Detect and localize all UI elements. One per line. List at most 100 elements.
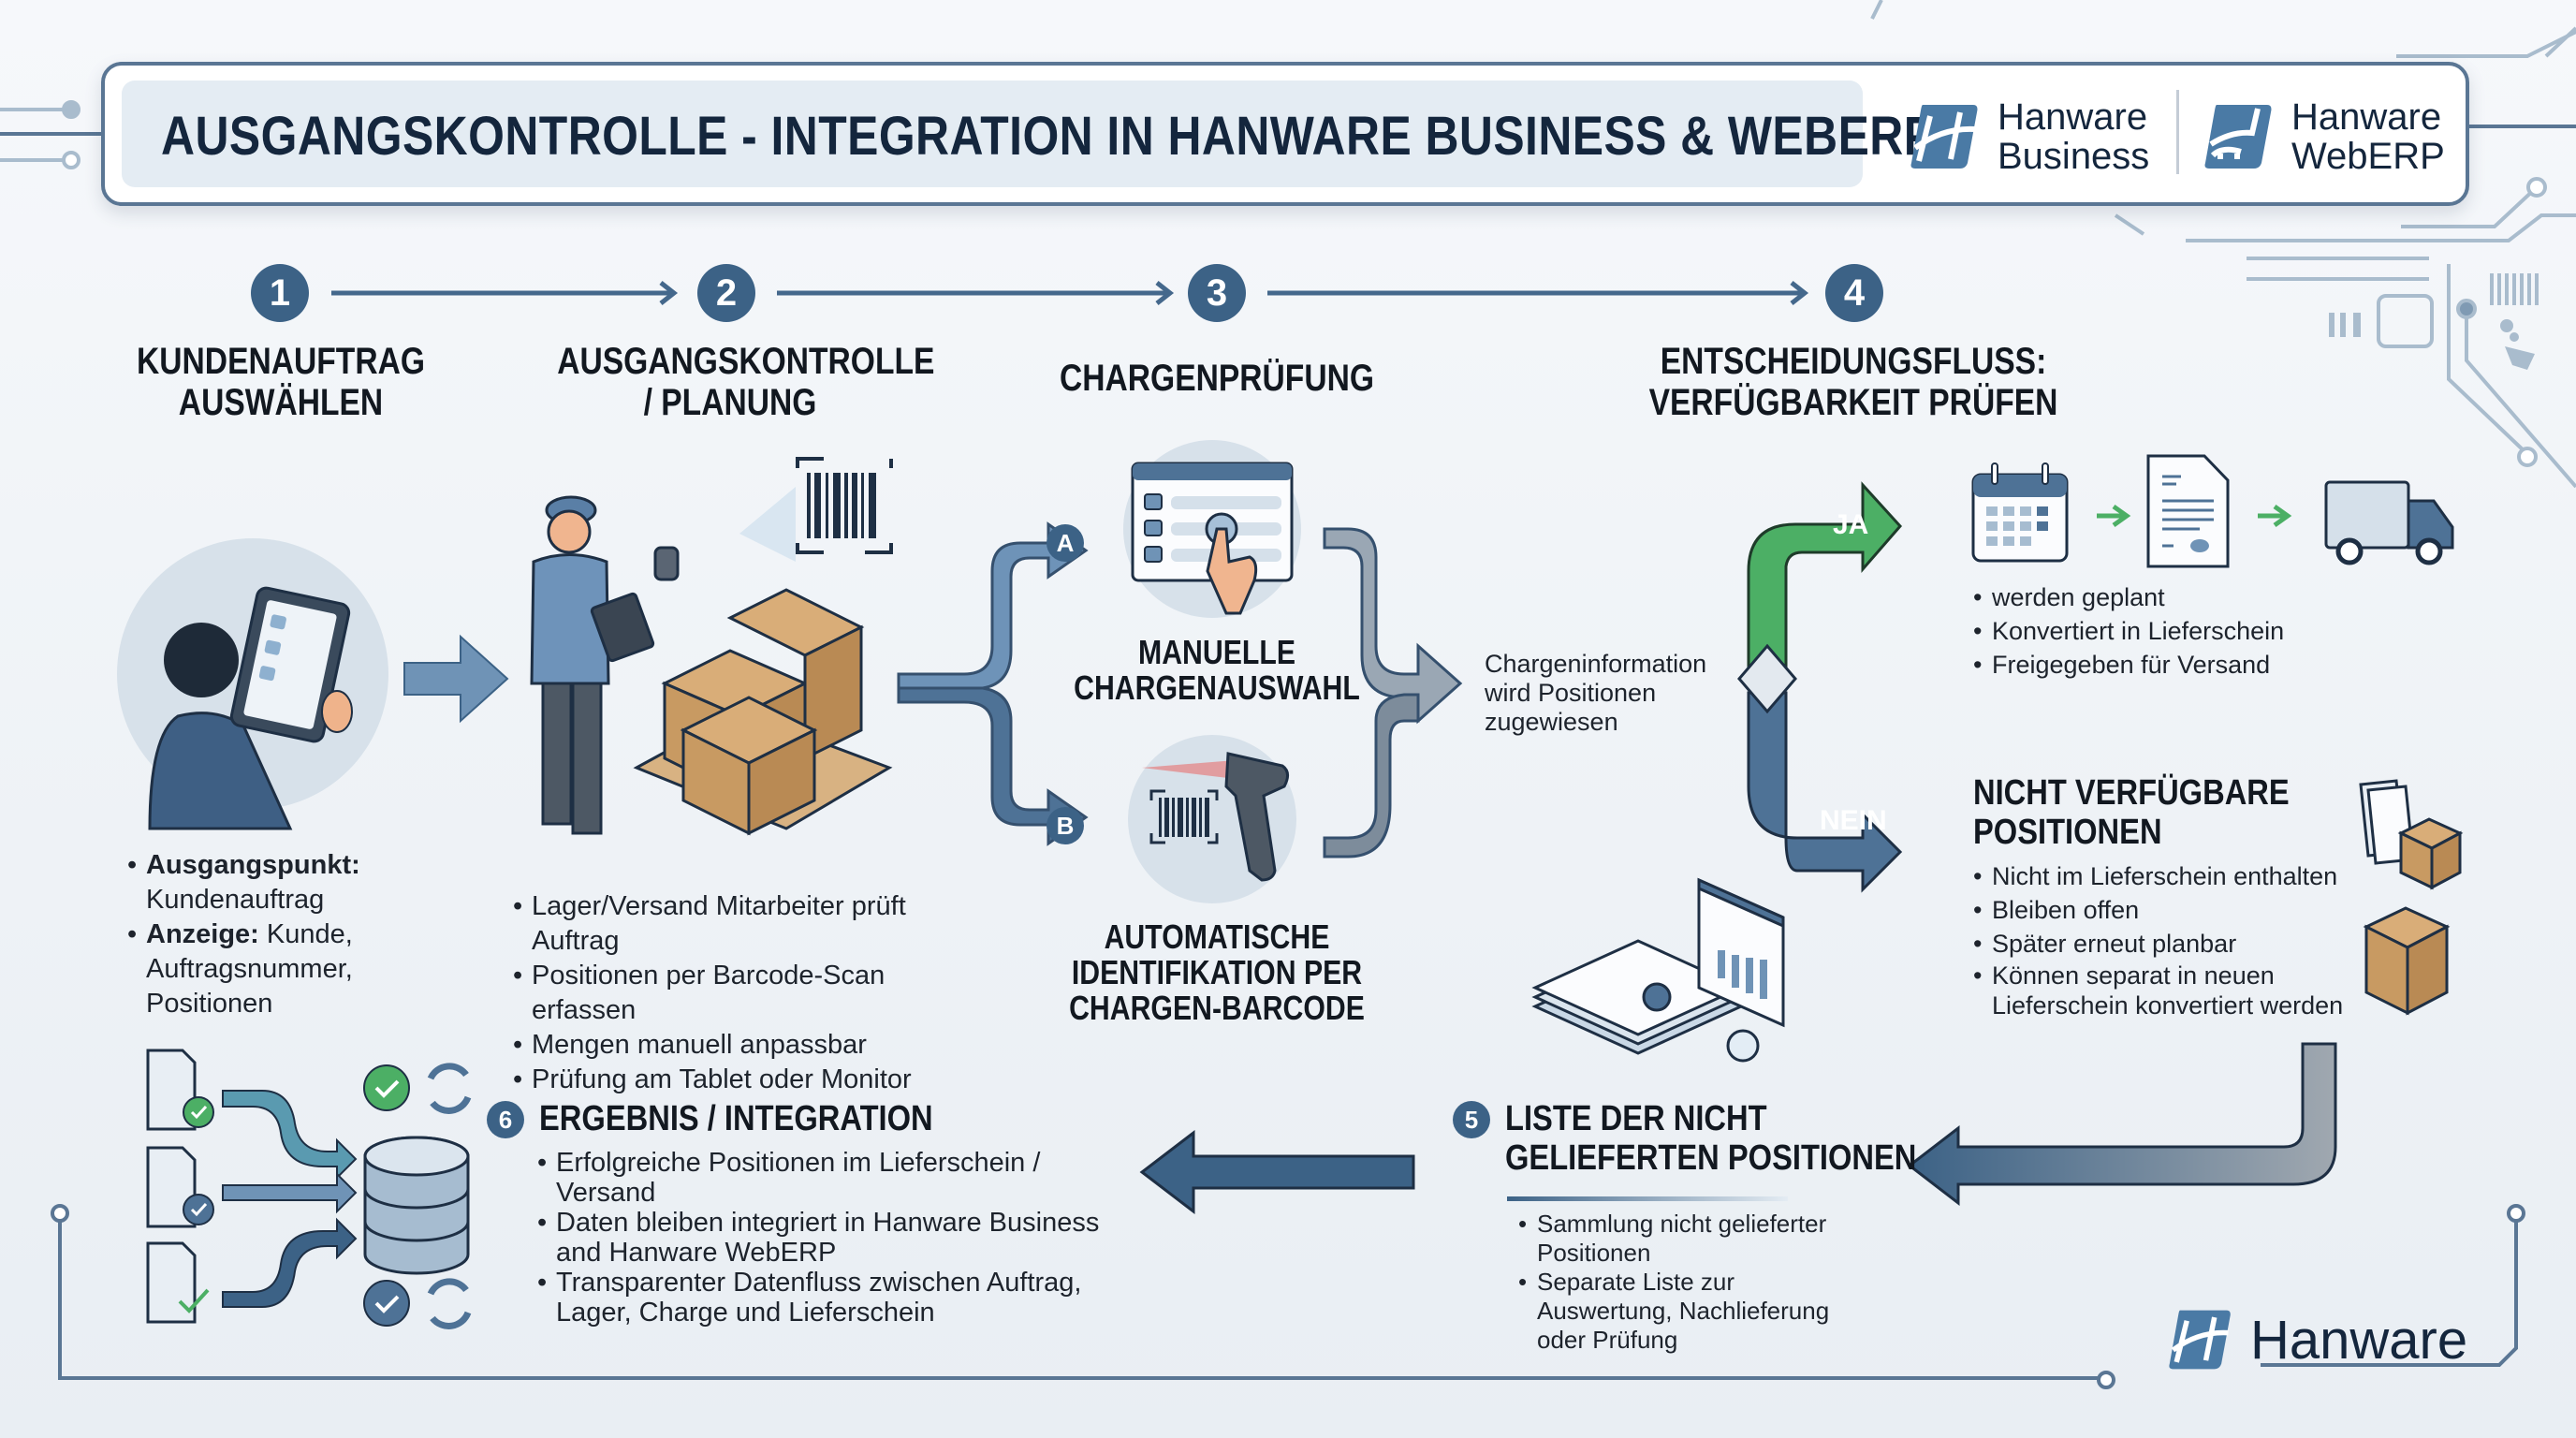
truck-icon: [2324, 480, 2454, 565]
option-a-badge: A: [1046, 524, 1084, 562]
title-line: GELIEFERTEN POSITIONEN: [1505, 1138, 1917, 1178]
title-line: CHARGEN-BARCODE: [1069, 989, 1365, 1027]
title-line: POSITIONEN: [1973, 813, 2162, 852]
arrow-right-icon: [2097, 504, 2131, 528]
logo-line2: Business: [1998, 136, 2150, 177]
reports-illustration: [1531, 877, 1785, 1063]
calendar-icon: [1971, 462, 2069, 563]
barcode-scanner-icon: [1128, 735, 1296, 903]
text-line: wird Positionen: [1485, 679, 1657, 707]
step-2-title: AUSGANGSKONTROLLE / PLANUNG: [557, 341, 935, 423]
delivery-process-icons: [1971, 454, 2454, 568]
flow-arrow-right: [403, 634, 509, 724]
document-check-icon: [146, 1049, 214, 1131]
decision-branch-arrows: [1737, 481, 1903, 893]
unavailable-bullets: Nicht im Lieferschein enthalten Bleiben …: [1973, 859, 2348, 1020]
hanware-logo-icon: [2169, 1310, 2231, 1370]
title-line: MANUELLE: [1138, 633, 1295, 671]
title-line: CHARGENAUSWAHL: [1074, 668, 1360, 707]
footer-logo: Hanware: [2168, 1307, 2467, 1372]
sync-icon: [427, 1063, 472, 1114]
return-arrow: [1907, 1042, 2337, 1207]
step-1-bullets: Ausgangspunkt: Kundenauftrag Anzeige: Kun…: [127, 848, 483, 1021]
check-circle-icon: [363, 1280, 410, 1327]
logo-line2: WebERP: [2291, 136, 2445, 177]
footer-brand: Hanware: [2250, 1309, 2468, 1371]
title-line: AUSGANGSKONTROLLE: [557, 341, 935, 382]
open-items-icons: [2359, 779, 2464, 1016]
bullet-item: Bleiben offen: [1973, 893, 2348, 927]
step-6-bullets: Erfolgreiche Positionen im Lieferschein …: [537, 1148, 1118, 1328]
logo-hanware-business: Hanware Business: [1910, 97, 2149, 176]
sync-icon: [427, 1278, 472, 1329]
hanware-weberp-logo-icon: [2204, 105, 2272, 169]
step-2-badge: 2: [697, 264, 755, 322]
option-b-badge: B: [1046, 807, 1084, 844]
step-1-badge: 1: [251, 264, 309, 322]
box-icon: [2363, 906, 2451, 1016]
bullet-label: Ausgangspunkt:: [146, 850, 360, 880]
bullet-item: Später erneut planbar: [1973, 927, 2348, 961]
bullet-item: Anzeige: Kunde, Auftragsnummer, Position…: [127, 917, 483, 1021]
title-panel: AUSGANGSKONTROLLE - INTEGRATION IN HANWA…: [122, 81, 1935, 187]
page-title: AUSGANGSKONTROLLE - INTEGRATION IN HANWA…: [161, 106, 1936, 167]
no-label: NEIN: [1820, 805, 1887, 836]
step-5-bullets: Sammlung nicht gelieferter Positionen Se…: [1518, 1210, 1874, 1355]
bullet-item: Nicht im Lieferschein enthalten: [1973, 859, 2348, 893]
logo-line1: Hanware: [2291, 96, 2442, 138]
bullet-item: Ausgangspunkt: Kundenauftrag: [127, 848, 483, 917]
bullet-item: Sammlung nicht gelieferter Positionen: [1518, 1210, 1874, 1268]
check-circle-icon: [363, 1064, 410, 1111]
logo-hanware-weberp: Hanware WebERP: [2203, 97, 2445, 176]
logo-divider: [2176, 90, 2179, 174]
logo-line1: Hanware: [1998, 96, 2148, 138]
decision-diamond: [1737, 643, 1797, 714]
bullet-item: Können separat in neuen Lieferschein kon…: [1973, 961, 2348, 1020]
bullet-item: Daten bleiben integriert in Hanware Busi…: [537, 1208, 1118, 1268]
title-line: IDENTIFIKATION PER: [1071, 953, 1363, 991]
bullet-item: Freigegeben für Versand: [1973, 648, 2348, 682]
text-line: Chargeninformation: [1485, 650, 1707, 678]
option-b-title: AUTOMATISCHE IDENTIFIKATION PER CHARGEN-…: [1044, 919, 1390, 1026]
title-line: AUSWÄHLEN: [178, 382, 384, 423]
step-6-badge: 6: [487, 1101, 524, 1138]
step-4-badge: 4: [1825, 264, 1883, 322]
title-line: VERFÜGBARKEIT PRÜFEN: [1648, 382, 2058, 423]
step-3-badge: 3: [1188, 264, 1246, 322]
bullet-item: Separate Liste zur Auswertung, Nachliefe…: [1518, 1268, 1874, 1355]
yes-label: JA: [1833, 509, 1869, 540]
document-check-icon: [146, 1241, 210, 1324]
document-box-icon: [2359, 779, 2464, 890]
title-line: NICHT VERFÜGBARE: [1973, 773, 2290, 813]
manual-selection-icon: [1123, 440, 1301, 618]
bullet-item: werden geplant: [1973, 580, 2348, 614]
step-6-title: ERGEBNIS / INTEGRATION: [539, 1099, 933, 1138]
bullet-item: Konvertiert in Lieferschein: [1973, 614, 2348, 648]
title-line: ENTSCHEIDUNGSFLUSS:: [1660, 341, 2047, 382]
bullet-item: Lager/Versand Mitarbeiter prüft Auftrag: [513, 889, 981, 959]
database-icon: [363, 1136, 470, 1275]
batch-result-text: Chargeninformation wird Positionen zugew…: [1485, 650, 1706, 737]
warehouse-worker-illustration: [530, 457, 893, 836]
bullet-item: Positionen per Barcode-Scan erfassen: [513, 959, 981, 1028]
bullet-item: Mengen manuell anpassbar: [513, 1028, 981, 1063]
arrow-right-icon: [2258, 504, 2292, 528]
bullet-text: Kundenauftrag: [146, 885, 325, 915]
text-line: zugewiesen: [1485, 708, 1618, 736]
hanware-business-logo-icon: [1910, 105, 1978, 169]
bullet-label: Anzeige:: [146, 919, 259, 949]
option-a-title: MANUELLE CHARGENAUSWAHL: [1052, 635, 1383, 706]
bullet-item: Prüfung am Tablet oder Monitor: [513, 1063, 981, 1097]
title-line: KUNDENAUFTRAG: [137, 341, 425, 382]
unavailable-title: NICHT VERFÜGBARE POSITIONEN: [1973, 773, 2290, 852]
step-1-title: KUNDENAUFTRAG AUSWÄHLEN: [124, 341, 438, 423]
title-line: LISTE DER NICHT: [1505, 1099, 1767, 1138]
data-integration-illustration: [146, 1049, 472, 1329]
bullet-item: Transparenter Datenfluss zwischen Auftra…: [537, 1268, 1118, 1328]
available-bullets: werden geplant Konvertiert in Liefersche…: [1973, 580, 2348, 682]
header-banner: AUSGANGSKONTROLLE - INTEGRATION IN HANWA…: [101, 62, 2469, 206]
step-5-title: LISTE DER NICHT GELIEFERTEN POSITIONEN: [1505, 1099, 1916, 1178]
title-line: CHARGENPRÜFUNG: [1060, 358, 1374, 399]
document-check-icon: [146, 1146, 214, 1228]
